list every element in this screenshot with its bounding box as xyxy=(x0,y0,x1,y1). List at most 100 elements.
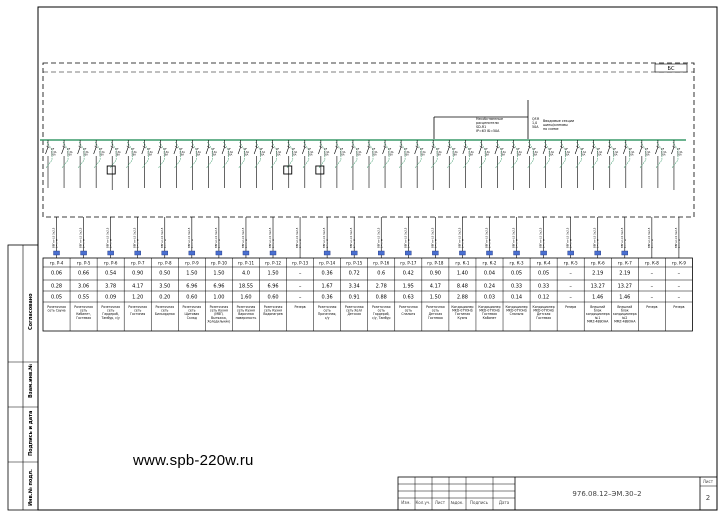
group-current: 3.34 xyxy=(349,284,360,290)
group-drop: ВВГнг-LS 3х2,5L=... м xyxy=(484,217,493,258)
group-current: 0.33 xyxy=(538,284,549,290)
group-power: 1.50 xyxy=(186,271,197,277)
group-drop: ВВГнг-LS 3х2,5L=... м xyxy=(187,217,196,258)
group-power: 0.36 xyxy=(322,271,333,277)
group-power: – xyxy=(678,271,681,277)
group-drop: ВВГнг-LS 3х2,5L=... м xyxy=(52,217,60,258)
group-power: 0.54 xyxy=(105,271,116,277)
group-power: 2.19 xyxy=(619,271,630,277)
group-power: 0.05 xyxy=(511,271,522,277)
group-power: 4.0 xyxy=(242,271,250,277)
group-calc-power: – xyxy=(569,295,572,301)
group-current: 4.17 xyxy=(430,284,441,290)
group-calc-power: 0.20 xyxy=(159,295,170,301)
group-calc-power: 0.03 xyxy=(484,295,495,301)
group-calc-power: 0.09 xyxy=(105,295,116,301)
group-current: – xyxy=(299,284,302,290)
website-watermark[interactable]: www.spb-220w.ru xyxy=(133,452,254,469)
side-label-inventory: Инв.№ подл. xyxy=(28,469,34,506)
group-calc-power: 0.91 xyxy=(349,295,360,301)
group-id: гр. Р-17 xyxy=(400,261,417,266)
svg-text:ВВГнг-LS 3х2,5L=... м: ВВГнг-LS 3х2,5L=... м xyxy=(620,227,627,248)
svg-text:ВВГнг-LS 3х2,5L=... м: ВВГнг-LS 3х2,5L=... м xyxy=(403,227,410,248)
group-id: гр. Р-10 xyxy=(211,261,228,266)
group-current: 0.28 xyxy=(51,284,62,290)
outer-frame xyxy=(37,6,718,511)
group-power: 0.05 xyxy=(538,271,549,277)
group-id: гр. К-2 xyxy=(482,261,496,266)
group-drop: ВВГнг-LS 3х2,5L=... м xyxy=(349,217,358,258)
group-drop: ВВГнг-LS 3х2,5L=... м xyxy=(403,217,412,258)
group-current: 13.27 xyxy=(591,284,605,290)
group-id: гр. Р-13 xyxy=(292,261,309,266)
group-id: гр. К-5 xyxy=(564,261,578,266)
group-calc-power: 0.55 xyxy=(78,295,89,301)
group-description: Резерв xyxy=(673,305,684,309)
group-power: 0.04 xyxy=(484,271,495,277)
group-drop: ВВГнг-LS 3х2,5L=... м xyxy=(430,217,439,258)
group-id: гр. К-9 xyxy=(672,261,686,266)
group-id: гр. К-7 xyxy=(618,261,632,266)
group-id: гр. Р-11 xyxy=(238,261,255,266)
group-power: 1.40 xyxy=(457,271,468,277)
svg-text:ВВГнг-LS 3х2,5L=... м: ВВГнг-LS 3х2,5L=... м xyxy=(457,227,464,248)
group-drop: ВВГнг-LS 3х2,5L=... м xyxy=(106,217,114,258)
group-power: 0.66 xyxy=(78,271,89,277)
title-block: Изм. Кол.уч. Лист №док. Подпись Дата 976… xyxy=(397,476,718,511)
group-power: 2.19 xyxy=(592,271,603,277)
rcd-box xyxy=(315,165,325,175)
svg-text:ВВГнг-LS 3х2,5L=... м: ВВГнг-LS 3х2,5L=... м xyxy=(430,227,437,248)
group-id: гр. Р-6 xyxy=(104,261,118,266)
svg-text:ВВГнг-LS 3х2,5L=... м: ВВГнг-LS 3х2,5L=... м xyxy=(106,227,113,248)
group-calc-power: 2.88 xyxy=(457,295,468,301)
rcd-box xyxy=(283,165,293,175)
group-drop: ВВГнг-LS 3х2,5L=... м xyxy=(295,217,302,258)
group-current: 1.67 xyxy=(322,284,333,290)
side-stamp: Согласовано Взам.инв.№ Подпись и дата Ин… xyxy=(7,244,39,511)
group-current: 2.78 xyxy=(376,284,387,290)
sheet-number: 2 xyxy=(706,494,710,502)
